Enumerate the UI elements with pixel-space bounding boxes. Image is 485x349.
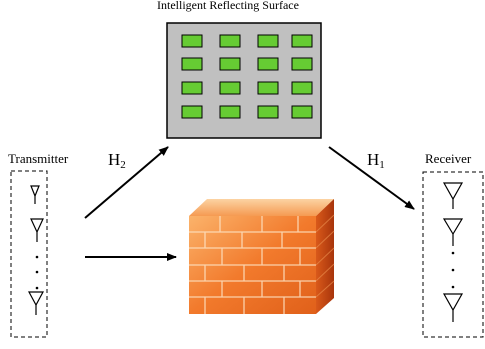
receiver-ellipsis xyxy=(451,251,455,289)
channel-h2-main: H xyxy=(108,150,121,169)
irs-reflecting-element xyxy=(291,34,313,48)
receiver-label: Receiver xyxy=(425,151,472,166)
irs-reflecting-element xyxy=(181,81,203,95)
channel-h2-sub: 2 xyxy=(120,159,126,171)
irs-reflecting-element xyxy=(291,105,313,119)
irs-reflecting-element xyxy=(291,81,313,95)
irs-reflecting-element xyxy=(291,57,313,71)
antenna-icon xyxy=(27,291,45,315)
irs-panel xyxy=(166,22,322,139)
transmitter-box xyxy=(10,170,48,338)
irs-reflecting-element xyxy=(219,34,241,48)
irs-reflecting-element xyxy=(219,57,241,71)
irs-reflecting-element xyxy=(181,34,203,48)
arrow-irs-to-rx xyxy=(328,146,415,210)
irs-title: Intelligent Reflecting Surface xyxy=(157,0,299,12)
irs-reflecting-element xyxy=(219,105,241,119)
channel-h1-main: H xyxy=(367,150,380,169)
channel-h2-label: H2 xyxy=(108,151,126,174)
transmitter-antennas xyxy=(27,185,45,315)
receiver-box xyxy=(422,171,484,338)
transmitter-label: Transmitter xyxy=(8,151,69,166)
channel-h1-label: H1 xyxy=(367,151,385,174)
irs-reflecting-element xyxy=(257,81,279,95)
irs-reflecting-element xyxy=(181,105,203,119)
transmitter-ellipsis xyxy=(35,255,39,290)
channel-h1-sub: 1 xyxy=(379,159,385,171)
antenna-icon xyxy=(442,182,464,209)
receiver-antennas xyxy=(442,182,464,322)
irs-element-grid xyxy=(181,34,313,119)
antenna-icon xyxy=(30,185,40,204)
irs-reflecting-element xyxy=(257,105,279,119)
arrow-tx-to-irs xyxy=(84,146,169,219)
irs-reflecting-element xyxy=(181,57,203,71)
antenna-icon xyxy=(442,218,464,246)
irs-reflecting-element xyxy=(219,81,241,95)
antenna-icon xyxy=(442,293,464,322)
irs-reflecting-element xyxy=(257,57,279,71)
antenna-icon xyxy=(30,218,44,242)
irs-reflecting-element xyxy=(257,34,279,48)
brick-wall-icon xyxy=(189,199,335,314)
